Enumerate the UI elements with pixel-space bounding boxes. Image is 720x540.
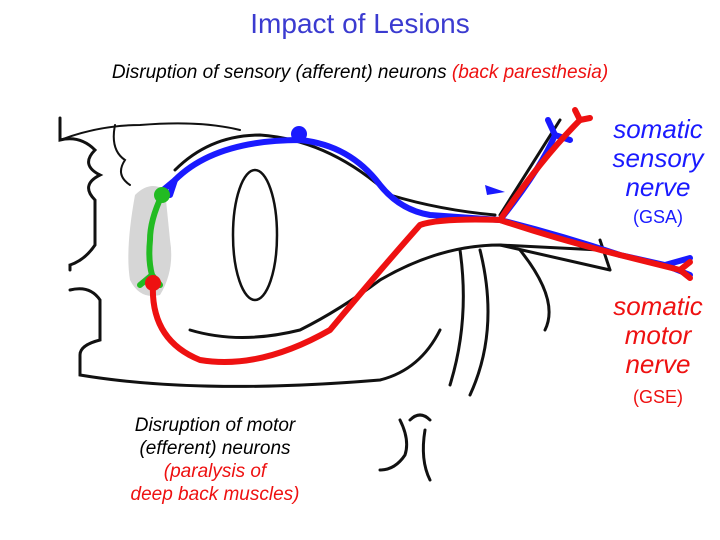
gse-label: (GSE) [632,387,683,407]
sensory-cell-body [291,126,307,142]
sensory-disruption-text: Disruption of sensory (afferent) neurons [111,62,452,83]
motor-nerve-label: somatic motor nerve [613,291,703,379]
back-paresthesia-text: (back paresthesia) [451,62,609,83]
motor-disruption-caption: Disruption of motor (efferent) neurons (… [90,408,340,523]
sympathetic-trunk [378,413,432,482]
sensory-disruption-caption: Disruption of sensory (afferent) neurons… [0,62,720,84]
sensory-receptor-arrow [485,185,505,195]
motor-disruption-line2: (efferent) neurons [139,438,291,459]
motor-cell-body [145,275,161,291]
spinal-cord-outline [58,116,442,388]
motor-disruption-line1: Disruption of motor [134,415,296,436]
nerve-outlines [173,118,612,397]
dorsal-root-ganglion [231,168,279,302]
motor-neuron [149,107,693,365]
gsa-label: (GSA) [632,207,683,227]
interneuron-cell-body [154,187,170,203]
motor-disruption-line3: (paralysis of [163,461,267,482]
sensory-nerve-label: somatic sensory nerve [612,114,704,202]
page-title: Impact of Lesions [250,8,470,39]
motor-disruption-line4: deep back muscles) [130,484,300,505]
